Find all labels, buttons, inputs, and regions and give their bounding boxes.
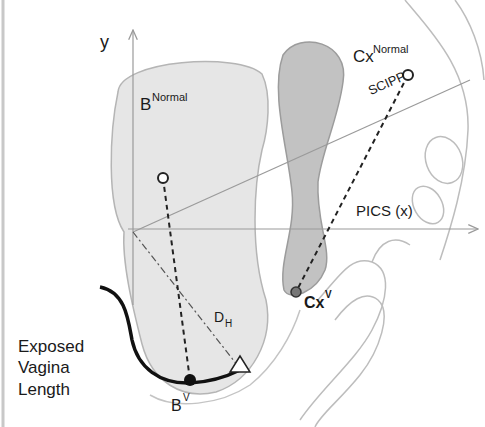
- distance-label: D: [214, 310, 224, 325]
- bladder-displacement: [163, 178, 190, 380]
- dh-line: [133, 232, 238, 366]
- region-label: Exposed Vagina Length: [18, 336, 102, 400]
- pics-axis: [128, 228, 478, 229]
- superscript: Normal: [373, 43, 408, 55]
- exposed-vagina-curve: [100, 287, 240, 383]
- uterus-outline: [278, 42, 343, 295]
- superscript: V: [183, 392, 190, 403]
- sacrum-outline: [405, 0, 468, 260]
- rectum-outline: [315, 296, 384, 427]
- vertebra: [419, 131, 469, 188]
- frame-line: [2, 0, 5, 427]
- point-label: Cx: [353, 48, 374, 67]
- sacrum-outline: [455, 0, 484, 80]
- axis-label: PICS (x): [356, 203, 413, 220]
- superscript: Normal: [152, 91, 187, 103]
- y-axis: [132, 30, 133, 305]
- axis-label: y: [100, 33, 109, 53]
- point-label: Cx: [304, 294, 324, 312]
- superscript: V: [325, 289, 332, 300]
- point-label: B: [140, 96, 151, 115]
- subscript: H: [225, 318, 232, 329]
- line-label: SCIPP: [366, 69, 407, 98]
- rectum-outline: [372, 240, 410, 262]
- hymen-triangle: [230, 356, 250, 372]
- scipp-line: [133, 80, 470, 232]
- cervix-valsalva-point: [291, 287, 301, 297]
- bladder-valsalva-point: [184, 374, 196, 386]
- point-label: B: [171, 397, 182, 415]
- cervix-displacement: [296, 75, 408, 292]
- bladder-normal-point: [158, 173, 168, 183]
